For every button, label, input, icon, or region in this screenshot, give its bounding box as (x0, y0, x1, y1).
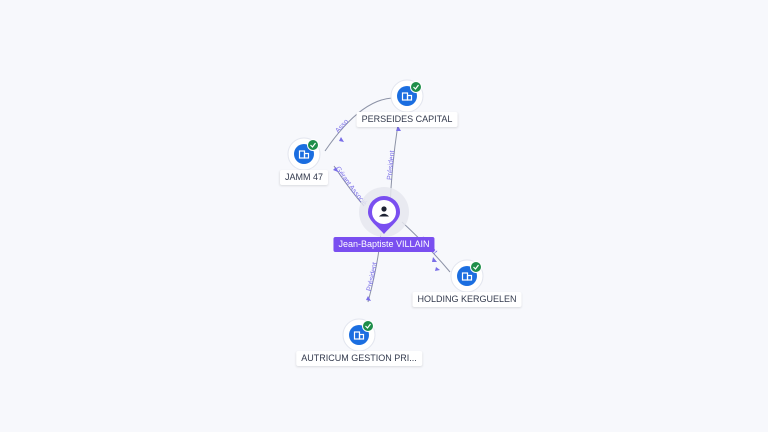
building-icon (353, 331, 365, 340)
building-icon (461, 272, 473, 281)
company-node-perseides[interactable] (390, 79, 424, 113)
person-icon (379, 206, 389, 217)
verified-check-icon (362, 320, 374, 332)
company-label-kerguelen[interactable]: HOLDING KERGUELEN (412, 292, 522, 307)
company-label-autricum[interactable]: AUTRICUM GESTION PRI... (296, 351, 422, 366)
edge-label: Asso (334, 118, 350, 134)
verified-check-icon (307, 139, 319, 151)
company-label-jamm[interactable]: JAMM 47 (279, 170, 329, 185)
verified-check-icon (410, 81, 422, 93)
verified-check-icon (470, 261, 482, 273)
building-icon (401, 92, 413, 101)
edge-arrows (333, 126, 440, 301)
person-node[interactable] (359, 187, 409, 237)
company-node-jamm[interactable] (287, 137, 321, 171)
company-node-kerguelen[interactable] (450, 259, 484, 293)
svg-text:Président: Président (387, 150, 397, 180)
company-node-autricum[interactable] (342, 318, 376, 352)
svg-text:Asso: Asso (334, 118, 350, 134)
svg-text:Président: Président (366, 262, 379, 292)
edge-label: Président (366, 262, 379, 292)
company-label-perseides[interactable]: PERSEIDES CAPITAL (356, 112, 458, 127)
edge-label: Président (387, 150, 397, 180)
building-icon (298, 150, 310, 159)
person-label[interactable]: Jean-Baptiste VILLAIN (333, 237, 435, 252)
edge-person-perseides: Président (387, 111, 401, 208)
